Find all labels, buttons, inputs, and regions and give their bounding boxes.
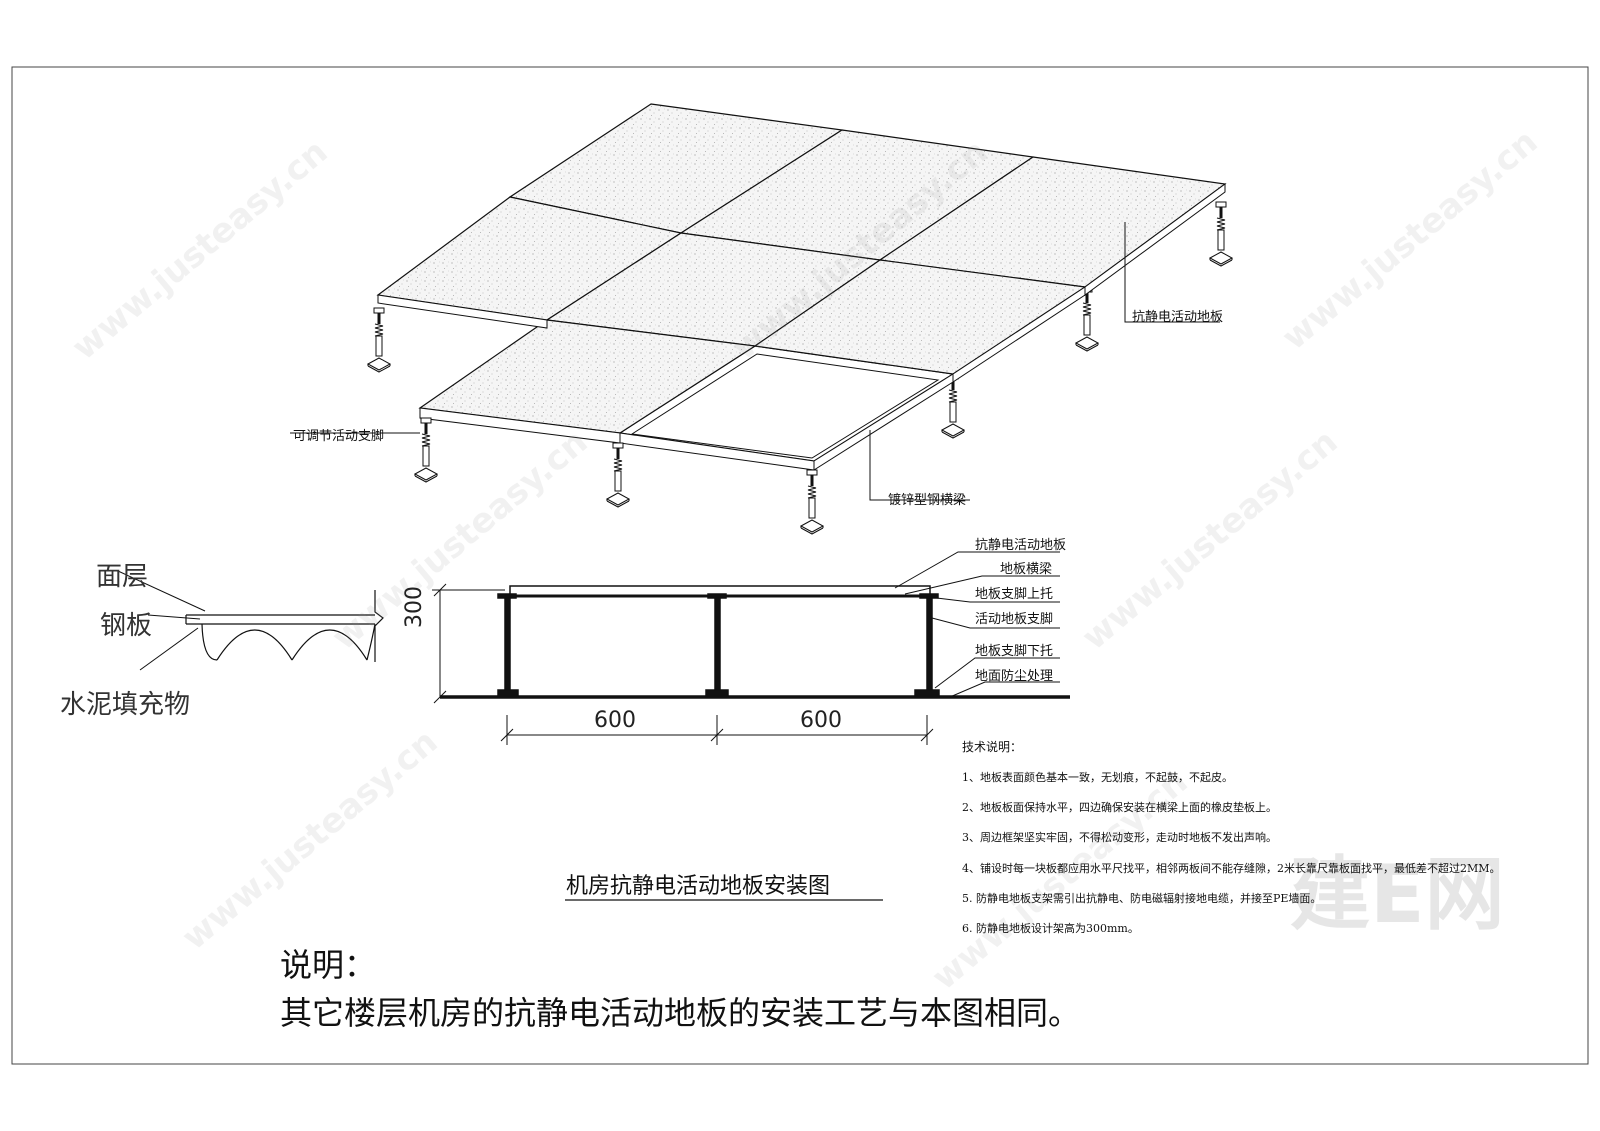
pedestal [605, 441, 631, 509]
dim-height: 300 [402, 586, 427, 628]
dim-width-1: 600 [594, 708, 636, 733]
label-layer-steel: 钢板 [100, 611, 153, 641]
note-item: 6. 防静电地板设计架高为300mm。 [962, 922, 1139, 935]
callout-floor: 地面防尘处理 [975, 669, 1054, 684]
pedestal [366, 306, 392, 374]
pedestal [799, 468, 825, 536]
label-galvanized-stringer: 镀锌型钢横梁 [888, 493, 967, 508]
label-layer-face: 面层 [96, 562, 149, 592]
callout-base: 地板支脚下托 [975, 644, 1054, 659]
width-dimension [500, 715, 934, 745]
label-floor-panel: 抗静电活动地板 [1132, 310, 1224, 325]
stringer-frame [630, 353, 940, 459]
isometric-floor [290, 103, 1234, 536]
callout-pedestal: 活动地板支脚 [975, 612, 1054, 627]
label-adjustable-pedestal: 可调节活动支脚 [293, 429, 385, 444]
callout-head: 地板支脚上托 [975, 587, 1054, 602]
leader-line [869, 430, 970, 501]
callout-leaders [894, 551, 1060, 698]
note-item: 2、地板板面保持水平，四边确保安装在横梁上面的橡皮垫板上。 [962, 801, 1277, 814]
callout-panel: 抗静电活动地板 [975, 538, 1067, 553]
panel-edges [377, 183, 1226, 471]
leader-line [1124, 222, 1220, 323]
height-dimension [432, 583, 505, 704]
sheet-border [11, 66, 1589, 1065]
callout-stringer: 地板横梁 [1000, 562, 1053, 577]
label-layer-cement: 水泥填充物 [60, 690, 191, 720]
note-item: 3、周边框架坚实牢固，不得松动变形，走动时地板不发出声响。 [962, 831, 1277, 844]
cross-section [432, 551, 1070, 745]
layer-section-profile [185, 614, 376, 661]
notes-title: 技术说明： [962, 740, 1023, 754]
pedestal [413, 416, 439, 484]
drawing-title: 机房抗静电活动地板安装图 [566, 874, 831, 899]
note-item: 1、地板表面颜色基本一致，无划痕，不起鼓，不起皮。 [962, 771, 1233, 784]
note-item: 4、铺设时每一块板都应用水平尺找平，相邻两板间不能存缝隙，2米长靠尺靠板面找平，… [962, 862, 1501, 875]
explanation-heading: 说明： [280, 946, 377, 984]
layer-section [117, 570, 384, 671]
pedestal-section [497, 593, 940, 697]
note-item: 5. 防静电地板支架需引出抗静电、防电磁辐射接地电缆，并接至PE墙面。 [962, 892, 1322, 905]
floor-panels [376, 103, 1227, 434]
pedestal [1208, 200, 1234, 268]
dim-width-2: 600 [800, 708, 842, 733]
explanation-body: 其它楼层机房的抗静电活动地板的安装工艺与本图相同。 [280, 994, 1081, 1032]
